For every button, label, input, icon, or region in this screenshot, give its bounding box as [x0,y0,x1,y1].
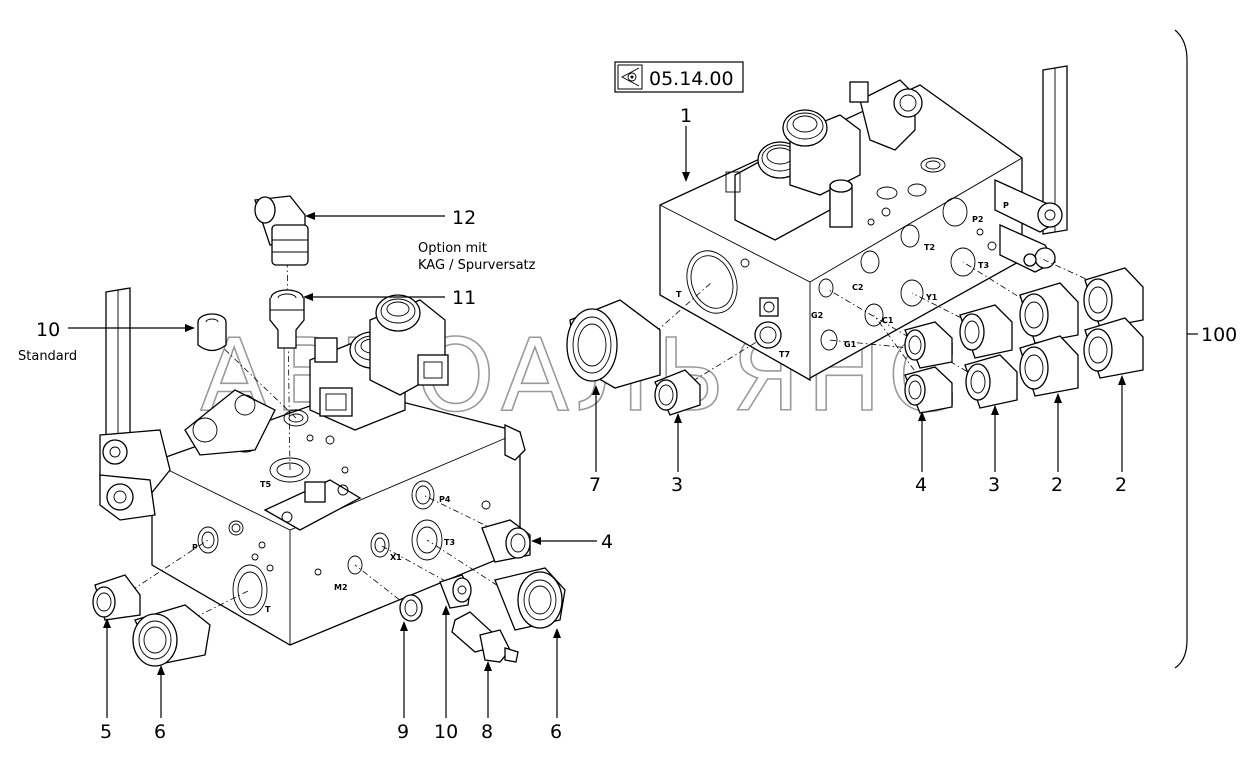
callout-3-right[interactable]: 3 [988,474,1000,496]
callout-10-standard[interactable]: 10 [36,319,60,341]
port-label-p2: P2 [972,215,983,224]
part-11-fitting[interactable] [269,289,305,349]
port-label-t2: T2 [924,243,935,252]
part-10-plug-bottom[interactable] [439,574,472,609]
part-3-fitting-a[interactable] [654,369,701,416]
part-2-fittings[interactable] [1019,267,1144,397]
callout-9[interactable]: 9 [397,721,409,743]
port-label-t-left: T [265,605,271,614]
callout-1[interactable]: 1 [680,105,692,127]
eye-icon [617,64,643,90]
callout-6-right[interactable]: 6 [550,721,562,743]
callout-5[interactable]: 5 [100,721,112,743]
reference-box[interactable]: 05.14.00 [614,61,744,93]
callout-10-bottom[interactable]: 10 [434,721,458,743]
callout-4-left[interactable]: 4 [601,531,613,553]
part-10-plug-standard[interactable] [197,313,227,352]
port-label-t7: T7 [779,350,790,359]
part-4-fitting-left[interactable] [481,519,531,563]
port-label-g2: G2 [811,311,823,320]
callout-7[interactable]: 7 [589,474,601,496]
port-label-t5: T5 [260,480,271,489]
callout-11[interactable]: 11 [452,287,476,309]
port-label-p: P [1003,201,1009,210]
callout-8[interactable]: 8 [481,721,493,743]
port-label-t3-right: T3 [978,261,989,270]
part-4-fittings-right[interactable] [904,321,953,414]
callout-4-right[interactable]: 4 [915,474,927,496]
port-label-m2: M2 [334,583,348,592]
reference-text: 05.14.00 [649,68,734,90]
callout-2-right[interactable]: 2 [1115,474,1127,496]
port-label-p4: P4 [439,495,451,504]
callout-6-left[interactable]: 6 [154,721,166,743]
part-9-seal-ring[interactable] [399,594,423,622]
part-6-fitting-right[interactable] [494,567,566,631]
port-plug-t7 [754,297,782,349]
port-label-c1: C1 [882,316,894,325]
option-note-line-1: Option mit [418,241,487,256]
port-label-c2: C2 [852,283,863,292]
left-valve-block [99,287,526,646]
assembly-number: 100 [1201,324,1237,346]
option-note-line-2: KAG / Spurversatz [418,258,536,273]
part-12-elbow-fitting[interactable] [254,195,309,266]
callout-2-left[interactable]: 2 [1051,474,1063,496]
port-label-t3-left: T3 [444,538,455,547]
callout-12[interactable]: 12 [452,207,476,229]
right-valve-block [659,65,1068,382]
part-6-fitting-left[interactable] [132,604,211,667]
port-label-y1: Y1 [925,293,938,302]
standard-note: Standard [18,349,77,364]
part-5-fitting[interactable] [92,574,141,621]
part-8-pressure-sensor[interactable] [451,611,519,663]
port-label-p-left: P [192,543,198,552]
port-label-t-right: T [676,290,682,299]
part-3-fittings-right[interactable] [959,304,1018,409]
callout-3-left[interactable]: 3 [671,474,683,496]
assembly-bracket [1174,29,1198,669]
port-label-g1: G1 [844,340,857,349]
port-label-x1: X1 [390,553,402,562]
part-7-large-fitting[interactable] [566,299,661,389]
